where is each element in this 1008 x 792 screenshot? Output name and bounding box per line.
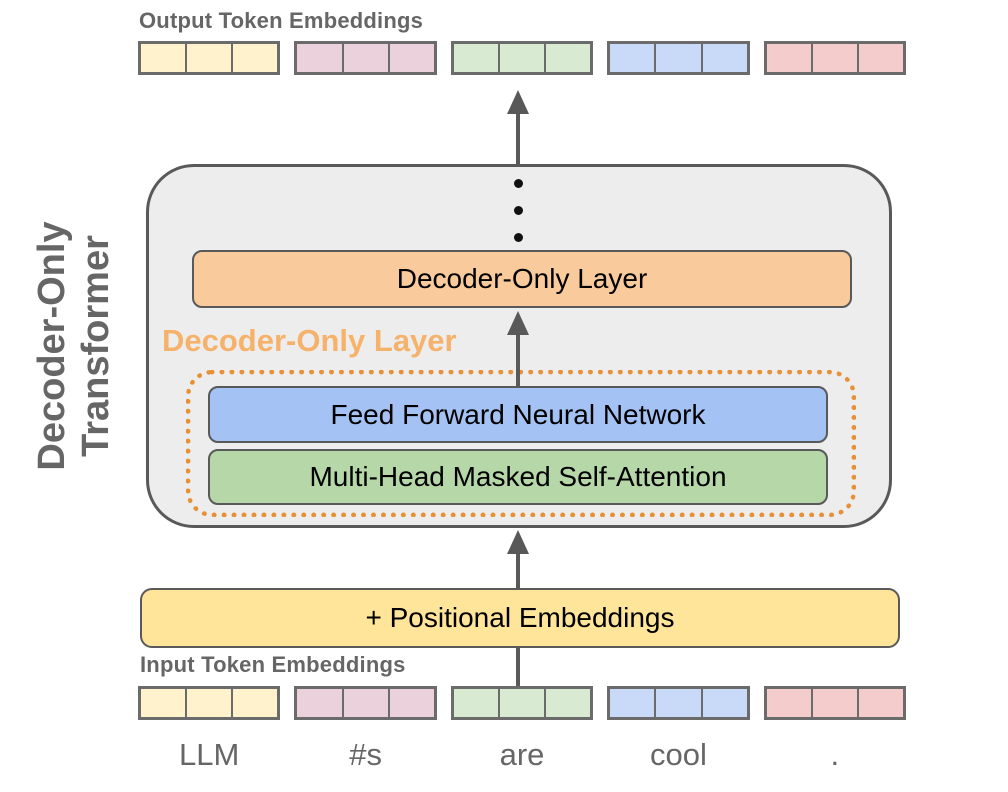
embedding-cell — [141, 44, 188, 72]
embedding-cell — [297, 44, 344, 72]
embedding-cell — [453, 44, 500, 72]
masked-self-attention-block: Multi-Head Masked Self-Attention — [208, 449, 828, 505]
embedding-cell — [187, 44, 234, 72]
arrow-panel-to-output-head — [507, 90, 529, 114]
stacked-layers-ellipsis — [514, 179, 523, 242]
token-embedding-strip — [763, 686, 907, 720]
feed-forward-block: Feed Forward Neural Network — [208, 386, 828, 443]
input-token-embeddings-row — [138, 686, 907, 720]
arrow-positional-to-panel-line — [516, 552, 520, 589]
ellipsis-dot — [514, 206, 523, 215]
input-token-word: LLM — [179, 737, 240, 772]
token-embedding-strip — [294, 686, 437, 720]
token-embedding-strip — [138, 41, 281, 75]
arrow-ffnn-to-layer-line — [516, 333, 520, 387]
token-embedding-strip — [450, 686, 594, 720]
input-embeddings-label: Input Token Embeddings — [140, 652, 406, 677]
input-token-word: are — [499, 737, 545, 772]
embedding-cell — [389, 44, 434, 72]
embedding-cell — [141, 689, 188, 717]
arrow-panel-to-output-line — [516, 112, 520, 165]
embedding-cell — [858, 689, 904, 717]
embedding-cell — [233, 689, 278, 717]
embedding-cell — [766, 689, 813, 717]
transformer-title-line2: Transformer — [75, 235, 117, 457]
input-token-word: #s — [349, 737, 382, 772]
embedding-cell — [656, 44, 703, 72]
embedding-cell — [610, 689, 657, 717]
output-embeddings-label: Output Token Embeddings — [139, 8, 424, 33]
token-embedding-strip — [138, 686, 281, 720]
embedding-cell — [233, 44, 278, 72]
transformer-title: Decoder-Only Transformer — [30, 221, 118, 470]
token-embedding-strip — [450, 41, 594, 75]
positional-embeddings-block-label: + Positional Embeddings — [365, 602, 675, 633]
embedding-cell — [656, 689, 703, 717]
token-embedding-strip — [607, 41, 750, 75]
token-embedding-strip — [763, 41, 907, 75]
embedding-cell — [610, 44, 657, 72]
decoder-only-layer-callout-label: Decoder-Only Layer — [162, 323, 457, 358]
input-token-word: cool — [649, 737, 707, 772]
embedding-cell — [343, 689, 390, 717]
masked-self-attention-block-label: Multi-Head Masked Self-Attention — [309, 461, 727, 492]
decoder-only-layer-block: Decoder-Only Layer — [192, 250, 852, 308]
arrow-positional-to-panel-head — [507, 530, 529, 554]
output-token-embeddings-row — [138, 41, 907, 75]
feed-forward-block-label: Feed Forward Neural Network — [330, 398, 706, 430]
embedding-cell — [702, 44, 747, 72]
decoder-only-layer-dotted-outline — [186, 370, 856, 517]
ellipsis-dot — [514, 179, 523, 188]
embedding-cell — [812, 689, 859, 717]
embedding-cell — [453, 689, 500, 717]
token-embedding-strip — [607, 686, 750, 720]
embedding-cell — [858, 44, 904, 72]
embedding-cell — [812, 44, 859, 72]
line-input-to-positional — [516, 646, 520, 687]
embedding-cell — [297, 689, 344, 717]
token-embedding-strip — [294, 41, 437, 75]
transformer-title-line1: Decoder-Only — [30, 221, 73, 471]
input-token-word: . — [830, 737, 840, 772]
embedding-cell — [343, 44, 390, 72]
positional-embeddings-block: + Positional Embeddings — [140, 588, 900, 648]
embedding-cell — [187, 689, 234, 717]
embedding-cell — [546, 44, 591, 72]
decoder-only-layer-block-label: Decoder-Only Layer — [396, 263, 648, 294]
embedding-cell — [389, 689, 434, 717]
embedding-cell — [702, 689, 747, 717]
input-token-words-row: LLM #s are cool. — [138, 737, 906, 773]
arrow-ffnn-to-layer-head — [507, 311, 529, 335]
ellipsis-dot — [514, 233, 523, 242]
embedding-cell — [499, 44, 547, 72]
embedding-cell — [499, 689, 547, 717]
embedding-cell — [546, 689, 591, 717]
embedding-cell — [766, 44, 813, 72]
